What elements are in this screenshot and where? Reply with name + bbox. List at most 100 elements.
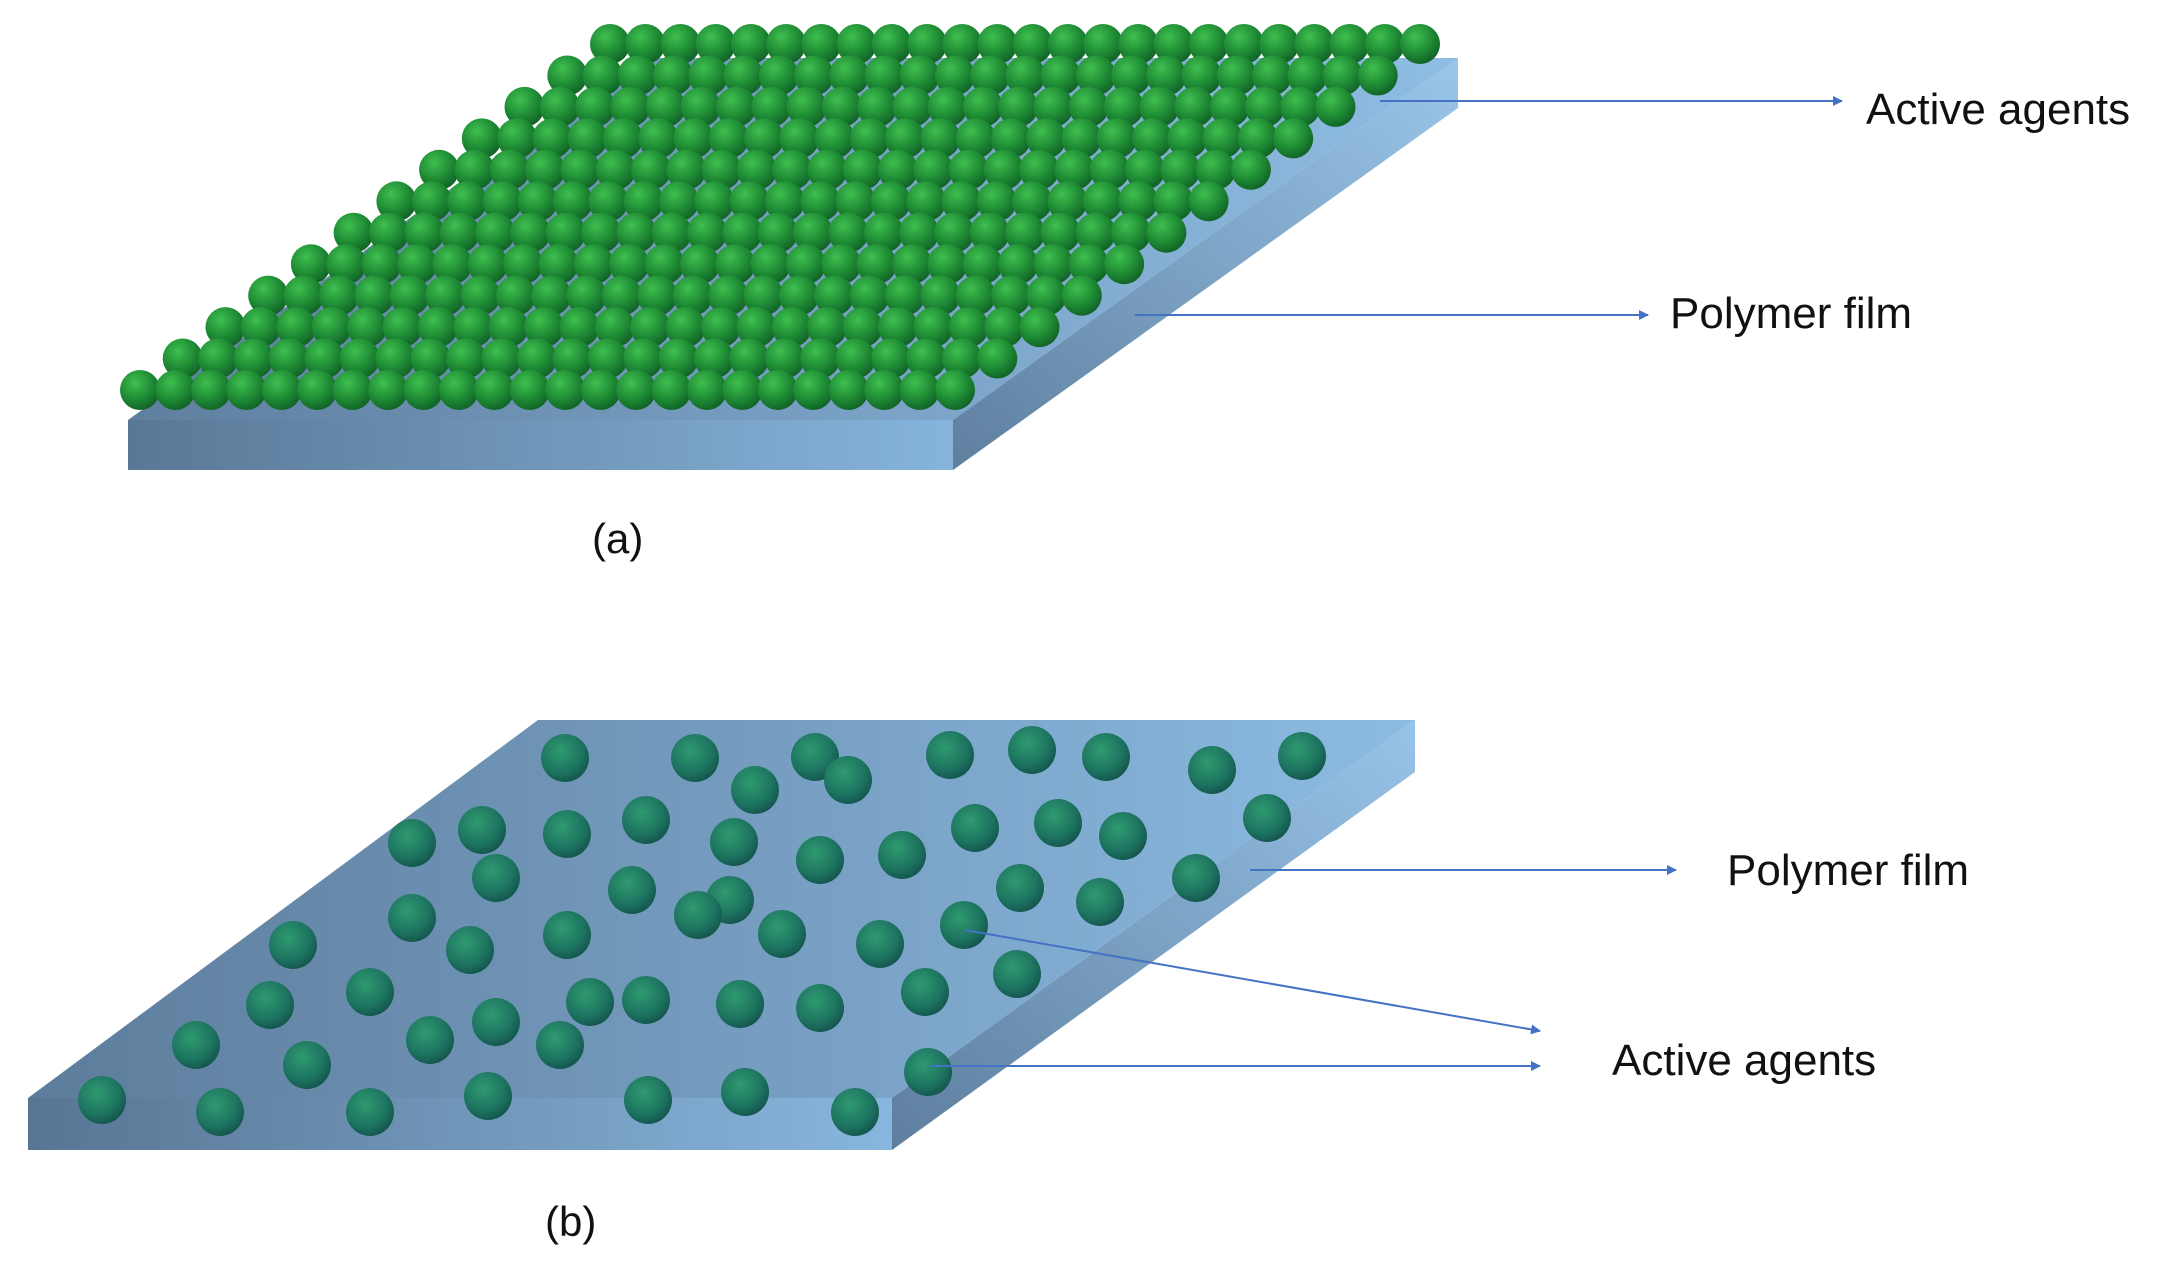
active-agent-sphere [1005, 212, 1045, 253]
active-agent-sphere [701, 307, 741, 348]
active-agent-sphere [1118, 24, 1159, 64]
active-agent-sphere [1033, 86, 1074, 127]
active-agent-sphere [796, 836, 844, 884]
active-agent-sphere [1132, 118, 1173, 159]
active-agent-sphere [651, 212, 692, 253]
active-agent-sphere [332, 370, 373, 410]
active-agent-sphere [622, 976, 670, 1024]
active-agent-sphere [1153, 24, 1194, 64]
active-agent-sphere [1243, 794, 1291, 842]
active-agent-sphere [1076, 878, 1124, 926]
active-agent-sphere [721, 1068, 769, 1116]
active-agent-sphere [687, 212, 727, 253]
active-agent-sphere [722, 370, 763, 410]
active-agent-sphere [552, 338, 593, 379]
caption-b: (b) [545, 1198, 596, 1245]
active-agent-sphere [382, 307, 423, 348]
active-agent-sphere [842, 149, 883, 190]
active-agent-sphere [304, 338, 345, 379]
active-agent-sphere [906, 338, 947, 379]
active-agent-sphere [354, 275, 395, 316]
active-agent-sphere [78, 1076, 126, 1124]
active-agent-sphere [814, 118, 855, 159]
active-agent-sphere [333, 212, 374, 253]
active-agent-sphere [1061, 275, 1102, 316]
active-agent-sphere [758, 55, 799, 96]
active-agent-sphere [566, 275, 607, 316]
active-agent-sphere [779, 118, 820, 159]
active-agent-sphere [510, 212, 551, 253]
active-agent-sphere [453, 307, 494, 348]
active-agent-sphere [679, 244, 720, 285]
active-agent-sphere [446, 926, 494, 974]
active-agent-sphere [276, 307, 317, 348]
active-agent-sphere [339, 338, 380, 379]
active-agent-sphere [369, 212, 409, 253]
active-agent-sphere [892, 244, 932, 285]
active-agent-sphere [1082, 733, 1130, 781]
active-agent-sphere [800, 338, 841, 379]
active-agent-sphere [368, 370, 408, 410]
active-agent-sphere [388, 894, 436, 942]
active-agent-sphere [996, 864, 1044, 912]
active-agent-sphere [744, 118, 784, 159]
active-agent-sphere [472, 998, 520, 1046]
active-agent-sphere [864, 55, 905, 96]
active-agent-sphere [743, 275, 784, 316]
active-agent-sphere [545, 212, 586, 253]
active-agent-sphere [1322, 55, 1363, 96]
active-agent-sphere [927, 86, 968, 127]
active-agent-sphere [1111, 55, 1152, 96]
active-agent-sphere [461, 118, 502, 159]
active-agent-sphere [1099, 812, 1147, 860]
active-agent-sphere [1244, 86, 1285, 127]
active-agent-sphere [757, 212, 798, 253]
active-agent-sphere [575, 86, 616, 127]
active-agent-sphere [240, 307, 281, 348]
label-active-agents-b: Active agents [1612, 1036, 1876, 1085]
active-agent-sphere [581, 212, 621, 253]
active-agent-sphere [757, 370, 798, 410]
active-agent-sphere [580, 370, 621, 410]
active-agent-sphere [1075, 212, 1116, 253]
active-agent-sphere [425, 275, 466, 316]
active-agent-sphere [1209, 86, 1250, 127]
active-agent-sphere [1315, 86, 1356, 127]
active-agent-sphere [524, 307, 564, 348]
active-agent-sphere [616, 370, 657, 410]
active-agent-sphere [196, 1088, 244, 1136]
active-agent-sphere [1096, 118, 1137, 159]
active-agent-sphere [1237, 118, 1278, 159]
active-agent-sphere [991, 118, 1031, 159]
active-agent-sphere [458, 806, 506, 854]
active-agent-sphere [559, 307, 600, 348]
active-agent-sphere [913, 149, 954, 190]
active-agent-sphere [651, 370, 692, 410]
active-agent-sphere [594, 307, 635, 348]
active-agent-sphere [863, 212, 904, 253]
active-agent-sphere [595, 149, 636, 190]
polymer-film-front-b [28, 1098, 892, 1150]
active-agent-sphere [1278, 732, 1326, 780]
active-agent-sphere [190, 370, 231, 410]
active-agent-sphere [1195, 149, 1236, 190]
active-agent-sphere [829, 55, 870, 96]
active-agent-sphere [993, 950, 1041, 998]
active-agent-sphere [120, 370, 160, 410]
active-agent-sphere [482, 181, 523, 222]
active-agent-sphere [1026, 275, 1067, 316]
active-agent-sphere [920, 118, 961, 159]
active-agent-sphere [1026, 118, 1067, 159]
active-agent-sphere [162, 338, 203, 379]
active-agent-sphere [326, 244, 367, 285]
active-agent-sphere [899, 370, 940, 410]
active-agent-sphere [970, 55, 1011, 96]
arrow-active-agents-b-1 [964, 929, 1541, 1035]
active-agent-sphere [637, 275, 678, 316]
active-agent-sphere [488, 307, 529, 348]
active-agent-sphere [1273, 118, 1314, 159]
active-agent-sphere [1040, 212, 1081, 253]
active-agent-sphere [1174, 86, 1215, 127]
active-agent-sphere [701, 149, 742, 190]
active-agent-sphere [793, 55, 834, 96]
